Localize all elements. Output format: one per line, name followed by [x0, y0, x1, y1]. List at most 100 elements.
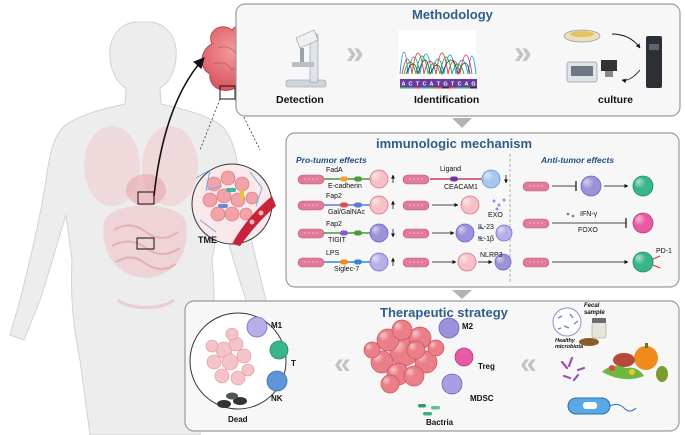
- label-mdsc: MDSC: [470, 394, 494, 403]
- tumor-cell-highlight: [394, 322, 404, 332]
- sequence-base-mark: [449, 87, 456, 89]
- arrow-body-to-tumor: [153, 57, 205, 197]
- sequence-cell: [428, 79, 435, 87]
- m2-cell: [438, 317, 460, 339]
- label-ligand: Ligand: [440, 166, 462, 173]
- bacterium-mid-3: [402, 257, 430, 268]
- shrunk-tumor-cell: [230, 370, 246, 386]
- sequence-base-mark: [400, 87, 407, 89]
- label-m1: M1: [271, 321, 283, 330]
- label-il1b: IL-1β: [478, 236, 495, 243]
- sequence-cell: [470, 79, 477, 87]
- cell-highlight: [459, 254, 470, 265]
- cell-highlight: [462, 197, 473, 208]
- receptor-node: [354, 202, 362, 208]
- tumor-cell-highlight: [383, 377, 392, 386]
- label-fecal-sample: Fecal sample: [584, 303, 605, 316]
- tumor-cell-highlight: [389, 365, 400, 376]
- bacterium-anti-1: [522, 218, 550, 229]
- cell-highlight: [371, 254, 382, 265]
- label-bacteria: Bactria: [426, 418, 454, 427]
- receptor-label-2: Fap2: [326, 221, 342, 228]
- receptor-node: [340, 202, 348, 208]
- tumor-cell-highlight: [379, 331, 390, 342]
- step-detection: Detection: [276, 94, 324, 106]
- sequence-letter: G: [471, 82, 475, 88]
- cell-highlight: [635, 178, 646, 189]
- pd1-receptor: [652, 255, 661, 260]
- label-treg: Treg: [478, 362, 495, 371]
- sequence-letter: A: [430, 82, 434, 88]
- cytokine-dot: [566, 212, 570, 216]
- receptor-node: [340, 259, 348, 265]
- sequence-cell: [400, 79, 407, 87]
- organ-marker-stomach: [137, 191, 155, 205]
- receptor-label-0: FadA: [326, 167, 343, 174]
- tumor-cell-highlight: [409, 343, 418, 352]
- receptor-label-3: LPS: [326, 250, 340, 257]
- sequence-letter: C: [409, 82, 413, 88]
- m1-cell: [246, 316, 268, 338]
- tumor-cell-highlight: [366, 344, 374, 352]
- sequencing-chromatogram: [398, 30, 477, 78]
- cell-highlight: [457, 225, 468, 236]
- sequence-cell: [456, 79, 463, 87]
- receptor-node: [340, 176, 348, 182]
- cell-highlight: [483, 171, 494, 182]
- dead-mice-icon: [217, 392, 247, 408]
- sequence-base-mark: [470, 87, 477, 89]
- label-healthy-microbiota: Healthy microbiota: [555, 338, 584, 351]
- sequence-cell: [421, 79, 428, 87]
- bacterium-pro-2: [297, 228, 325, 239]
- exosome-dot: [502, 198, 506, 202]
- label-m2: M2: [462, 322, 474, 331]
- methodology-title: Methodology: [412, 7, 493, 22]
- probiotics-icon: [560, 356, 586, 382]
- shrunk-tumor-cell: [214, 368, 230, 384]
- cell-highlight: [635, 254, 646, 265]
- sequence-base-mark: [456, 87, 463, 89]
- label-nlrp3: NLRP3: [480, 252, 503, 259]
- bacterium-mid-0: [402, 174, 430, 185]
- shrunk-tumor-cell: [225, 327, 239, 341]
- sequence-base-mark: [428, 87, 435, 89]
- label-exo: EXO: [488, 212, 503, 219]
- label-ifn-gamma: IFN-γ: [580, 211, 598, 218]
- chevron-4: «: [520, 347, 537, 380]
- step-culture: culture: [598, 94, 634, 106]
- bacterium-pro-0: [297, 174, 325, 185]
- ligand-label-1: Gal/GalNAc: [328, 209, 365, 216]
- healthy-diet-icon: [602, 343, 668, 382]
- ligand-label-3: Siglec-7: [334, 266, 360, 273]
- sequence-cell: [435, 79, 442, 87]
- mechanism-rows: [297, 169, 661, 273]
- sequence-letter: T: [437, 82, 441, 88]
- treg-cell: [454, 347, 474, 367]
- label-ceacam1: CEACAM1: [444, 184, 478, 191]
- zoom-line-left: [199, 98, 221, 151]
- sequence-cell: [449, 79, 456, 87]
- sequence-base-mark: [407, 87, 414, 89]
- cell-highlight: [371, 225, 382, 236]
- sequence-base-mark: [435, 87, 442, 89]
- sequence-letter: C: [458, 82, 462, 88]
- chevron-1: »: [346, 34, 364, 70]
- exosome-dot: [497, 203, 501, 207]
- receptor-label-1: Fap2: [326, 193, 342, 200]
- sequence-base-mark: [414, 87, 421, 89]
- chevron-2: »: [514, 34, 532, 70]
- label-dead: Dead: [228, 415, 248, 424]
- cytokine-mark: [477, 226, 485, 240]
- cell-highlight: [371, 197, 382, 208]
- sequence-letter: T: [451, 82, 455, 88]
- bacterium-pro-3: [297, 257, 325, 268]
- sequence-base-mark: [442, 87, 449, 89]
- sequence-base-mark: [463, 87, 470, 89]
- panel-connector-2: [452, 290, 472, 299]
- shrunk-tumor-cell: [206, 354, 222, 370]
- shrunk-tumor-cell: [236, 348, 252, 364]
- organ-marker-colon: [136, 237, 155, 250]
- ligand-label-0: E-cadherin: [328, 183, 362, 190]
